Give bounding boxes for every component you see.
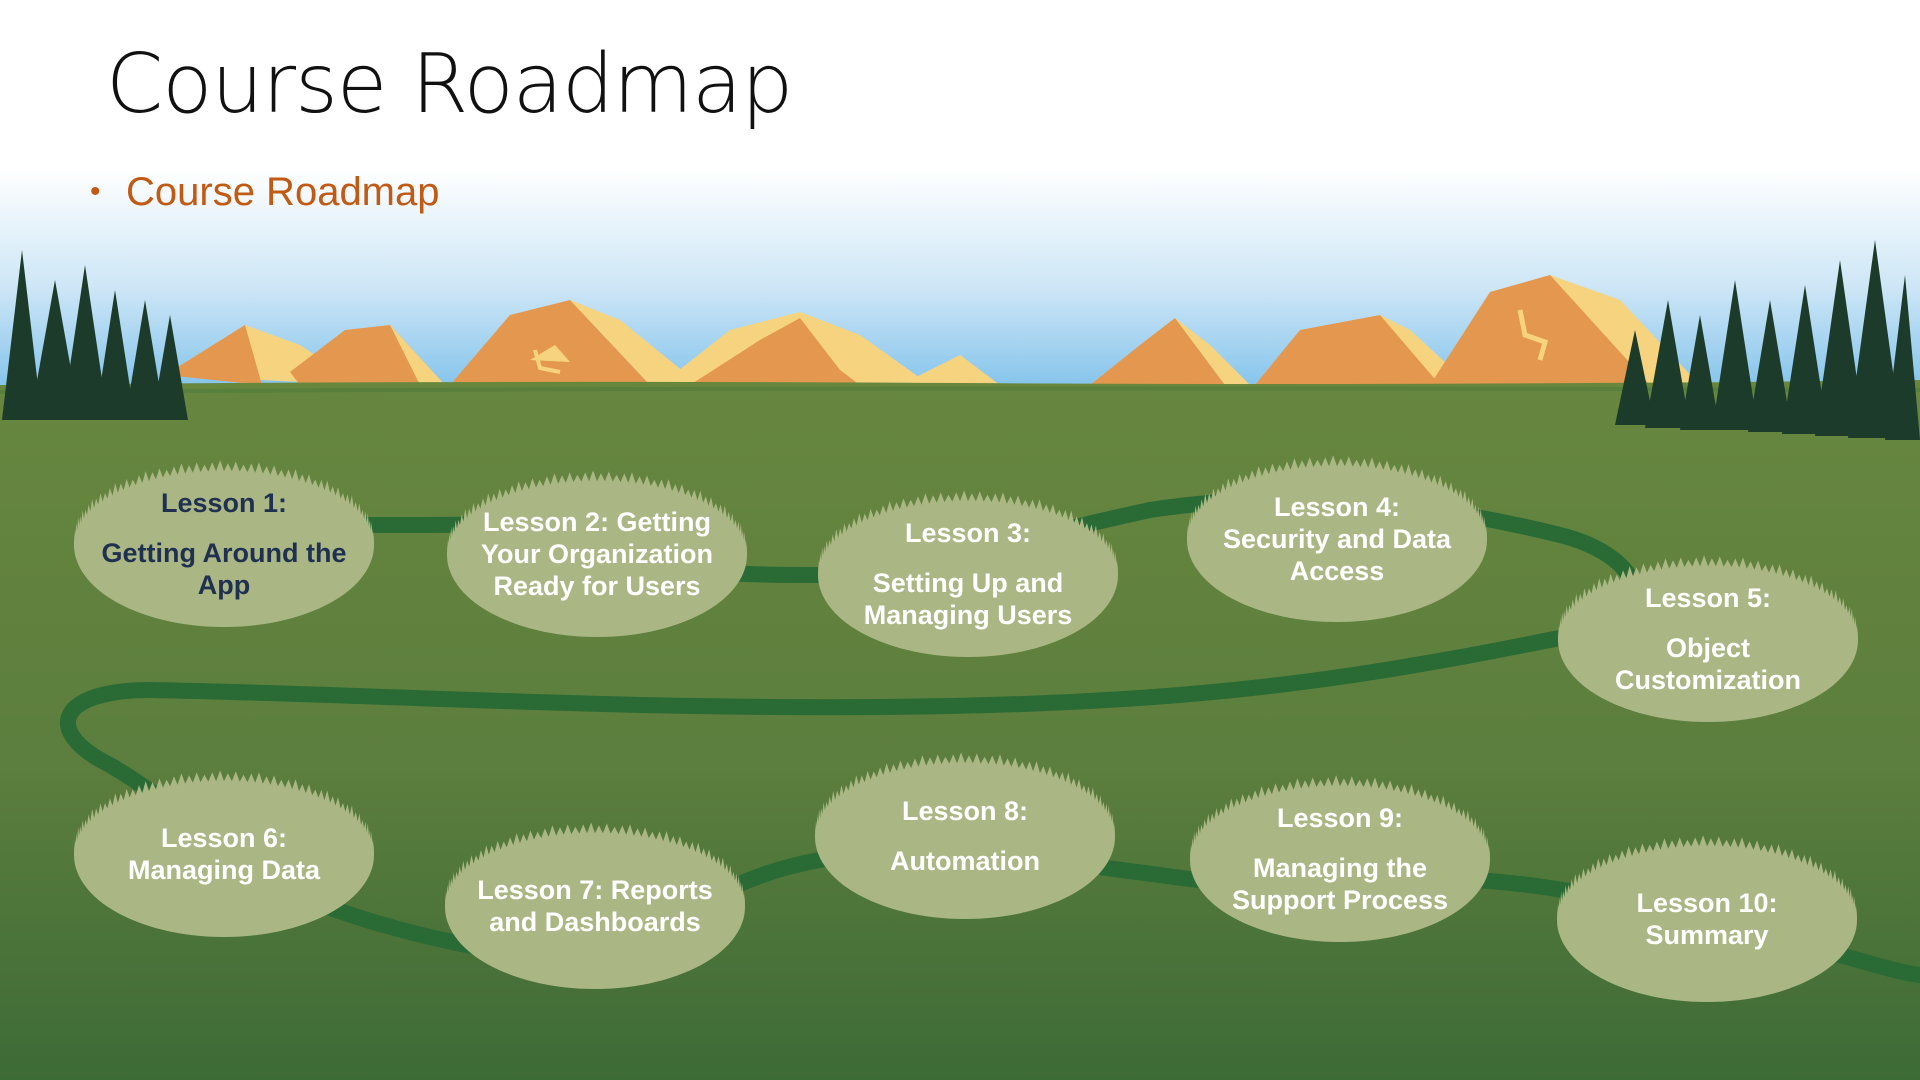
lesson-9-subtitle: Managing the Support Process <box>1231 853 1449 915</box>
tree-cluster-left <box>2 250 188 420</box>
lesson-1-title: Lesson 1: <box>160 488 288 519</box>
bullet-item: • Course Roadmap <box>90 170 440 215</box>
lesson-7-title: Lesson 7: Reports and Dashboards <box>477 875 713 937</box>
lesson-10-node[interactable]: Lesson 10: Summary <box>1557 835 1857 1005</box>
lesson-2-mound <box>447 470 747 637</box>
lesson-10-mound <box>1557 835 1857 1002</box>
lesson-5-title: Lesson 5: <box>1644 583 1772 614</box>
slide-title: Course Roadmap <box>106 37 793 132</box>
lesson-2-node[interactable]: Lesson 2: Getting Your Organization Read… <box>447 470 747 640</box>
lesson-4-mound <box>1187 455 1487 622</box>
lesson-1-node[interactable]: Lesson 1: Getting Around the App <box>74 460 374 630</box>
lesson-3-mound <box>818 490 1118 657</box>
lesson-9-title: Lesson 9: <box>1276 803 1404 834</box>
lesson-4-title: Lesson 4: Security and Data Access <box>1222 492 1452 586</box>
lesson-2-title: Lesson 2: Getting Your Organization Read… <box>480 507 713 601</box>
lesson-5-mound <box>1558 555 1858 722</box>
lesson-8-mound <box>815 752 1115 919</box>
lesson-8-title: Lesson 8: <box>901 796 1029 827</box>
lesson-6-title: Lesson 6: Managing Data <box>127 823 321 885</box>
lesson-mounds <box>74 455 1858 1002</box>
lesson-8-subtitle: Automation <box>890 846 1040 876</box>
lesson-1-mound <box>74 460 374 627</box>
lesson-3-subtitle: Setting Up and Managing Users <box>863 568 1073 630</box>
lesson-6-mound <box>74 770 374 937</box>
lesson-1-subtitle: Getting Around the App <box>101 538 347 600</box>
lesson-6-node[interactable]: Lesson 6: Managing Data <box>74 770 374 940</box>
lesson-5-subtitle: Object Customization <box>1615 633 1801 695</box>
lesson-9-mound <box>1190 775 1490 942</box>
lesson-3-title: Lesson 3: <box>904 518 1032 549</box>
lesson-9-node[interactable]: Lesson 9: Managing the Support Process <box>1190 775 1490 945</box>
lesson-10-title: Lesson 10: Summary <box>1636 888 1778 950</box>
lesson-4-node[interactable]: Lesson 4: Security and Data Access <box>1187 455 1487 625</box>
lesson-7-node[interactable]: Lesson 7: Reports and Dashboards <box>445 822 745 992</box>
bullet-dot-icon: • <box>90 175 101 208</box>
lesson-3-node[interactable]: Lesson 3: Setting Up and Managing Users <box>818 490 1118 660</box>
tree-cluster-right <box>1615 240 1920 440</box>
lesson-8-node[interactable]: Lesson 8: Automation <box>815 752 1115 922</box>
bullet-text: Course Roadmap <box>126 170 440 214</box>
lesson-5-node[interactable]: Lesson 5: Object Customization <box>1558 555 1858 725</box>
lesson-7-mound <box>445 822 745 989</box>
